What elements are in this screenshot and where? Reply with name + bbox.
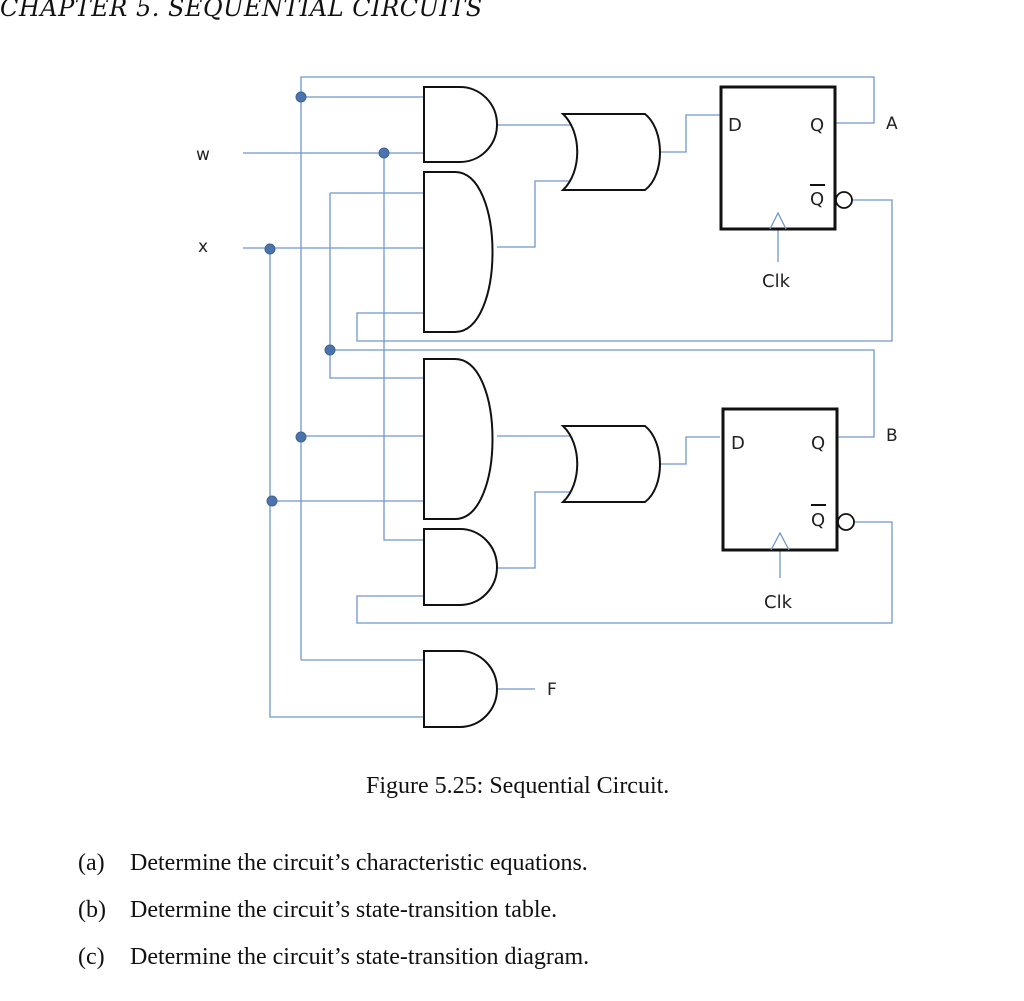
or-gate-2 [560,425,661,503]
output-A-label: A [886,114,898,134]
junction-dot [378,147,390,159]
wire-and4-out [497,491,572,569]
ff-B-d-label: D [731,433,745,454]
ff-A-q-label: Q [810,115,824,136]
figure-caption: Figure 5.25: Sequential Circuit. [366,773,670,799]
or-gate-1 [560,113,661,191]
and-gate-4 [423,528,498,606]
inversion-bubble [837,513,855,531]
question-item: (a) Determine the circuit’s characterist… [78,850,589,897]
wires [243,76,893,718]
junction-dot [266,495,278,507]
question-text: Determine the circuit’s state-transition… [130,897,558,923]
question-text: Determine the circuit’s state-transition… [130,944,590,970]
junction-dot [324,344,336,356]
wire-or1-out [658,114,720,153]
and-gate-2 [423,171,494,333]
wire-Bbar-feedback [356,521,893,624]
junction-dot [264,243,276,255]
output-F-label: F [547,680,557,700]
sequential-circuit-diagram: D Q Q Clk A D Q Q Clk B w x F [196,76,898,728]
question-tag: (a) [78,850,105,876]
junction-dot [295,91,307,103]
question-tag: (c) [78,944,105,970]
and-gate-3 [423,358,494,520]
ff-B-clk-label: Clk [764,592,793,613]
inversion-bubble [835,191,853,209]
wire-or2-out [658,436,720,465]
question-text: Determine the circuit’s characteristic e… [130,850,588,876]
wire-x-branch [269,248,424,718]
clock-edge-icon [769,211,787,230]
running-header: CHAPTER 5. SEQUENTIAL CIRCUITS [0,0,483,22]
d-flipflop-A: D Q Q Clk A [719,85,898,292]
wire-and2-out [497,180,572,248]
and-gate-F [423,650,498,728]
ff-A-qbar-label: Q [810,189,824,210]
clock-edge-icon [770,531,790,551]
ff-B-qbar-label: Q [811,510,825,531]
junction-dot [295,431,307,443]
question-tag: (b) [78,897,106,923]
ff-A-d-label: D [728,115,742,136]
wire-w-branch [383,153,424,541]
d-flipflop-B: D Q Q Clk B [721,407,898,613]
output-B-label: B [886,426,898,446]
input-x-label: x [198,237,208,257]
wire-B-to-and2 [329,192,424,379]
wire-A-feedback [300,76,875,660]
wire-Abar-feedback [356,199,893,342]
input-w-label: w [196,145,210,165]
and-gate-1 [423,86,498,163]
question-item: (b) Determine the circuit’s state-transi… [78,897,589,944]
ff-B-q-label: Q [811,433,825,454]
question-item: (c) Determine the circuit’s state-transi… [78,944,589,991]
question-list: (a) Determine the circuit’s characterist… [78,850,589,991]
wire-B-feedback [330,349,875,438]
ff-A-clk-label: Clk [762,271,791,292]
